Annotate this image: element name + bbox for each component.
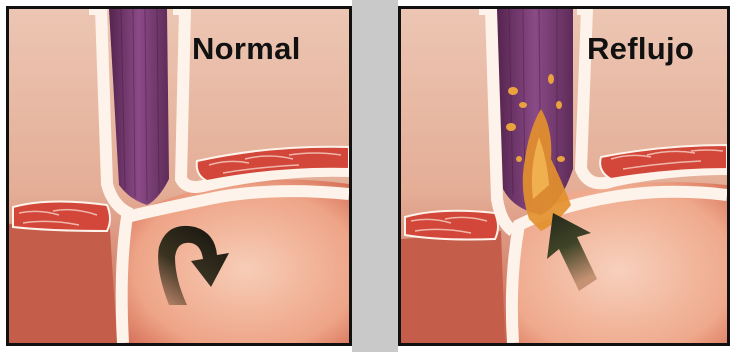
normal-panel: Normal <box>6 6 352 346</box>
lower-left-tissue <box>401 231 505 343</box>
panel-label: Normal <box>192 31 301 67</box>
lower-left-tissue <box>9 214 117 343</box>
panel-label: Reflujo <box>587 31 694 67</box>
reflux-panel: Reflujo <box>398 6 730 346</box>
panel-divider <box>352 0 398 352</box>
diaphragm-left <box>13 201 110 231</box>
stomach <box>121 180 349 343</box>
diaphragm-left <box>405 211 498 240</box>
